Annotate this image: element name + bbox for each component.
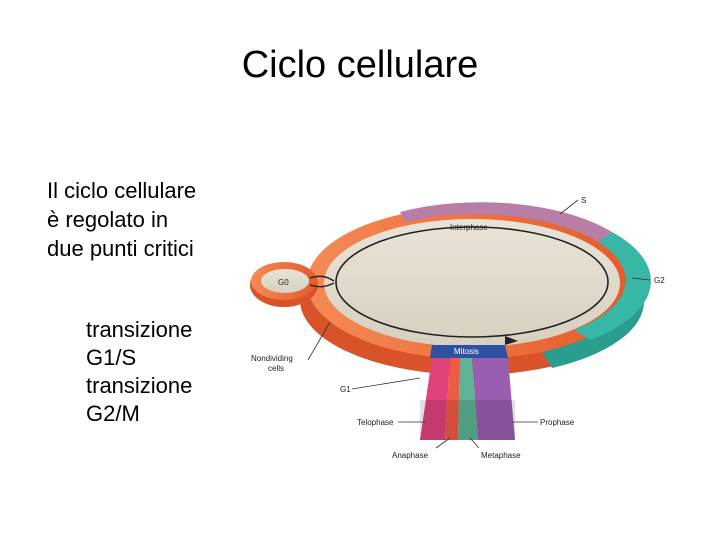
sub-bullet-line: G2/M <box>86 400 192 428</box>
slide-title: Ciclo cellulare <box>0 44 720 87</box>
metaphase-label: Metaphase <box>481 451 521 460</box>
sub-bullet-line: transizione <box>86 316 192 344</box>
interphase-label: Interphase <box>450 223 488 232</box>
disc-top <box>324 219 620 347</box>
mitosis-label: Mitosis <box>454 347 479 356</box>
nondividing-label-2: cells <box>268 364 284 373</box>
mitosis-phases <box>420 358 515 440</box>
anaphase-label: Anaphase <box>392 451 429 460</box>
sub-bullet-line: G1/S <box>86 344 192 372</box>
g0-label: G0 <box>278 278 289 287</box>
bullet-line: due punti critici <box>47 234 196 263</box>
sub-bullet-line: transizione <box>86 372 192 400</box>
cell-cycle-diagram: S Interphase G2 G0 Mitosis Nondividing c… <box>230 178 680 478</box>
sub-bullet-list: transizione G1/S transizione G2/M <box>86 316 192 428</box>
s-phase-label: S <box>581 196 586 205</box>
g2-label: G2 <box>654 276 665 285</box>
prophase-label: Prophase <box>540 418 575 427</box>
bullet-line: è regolato in <box>47 205 196 234</box>
nondividing-label: Nondividing <box>251 354 293 363</box>
telophase-label: Telophase <box>357 418 394 427</box>
bullet-text: Il ciclo cellulare è regolato in due pun… <box>47 176 196 263</box>
g1-label: G1 <box>340 385 351 394</box>
bullet-line: Il ciclo cellulare <box>47 176 196 205</box>
